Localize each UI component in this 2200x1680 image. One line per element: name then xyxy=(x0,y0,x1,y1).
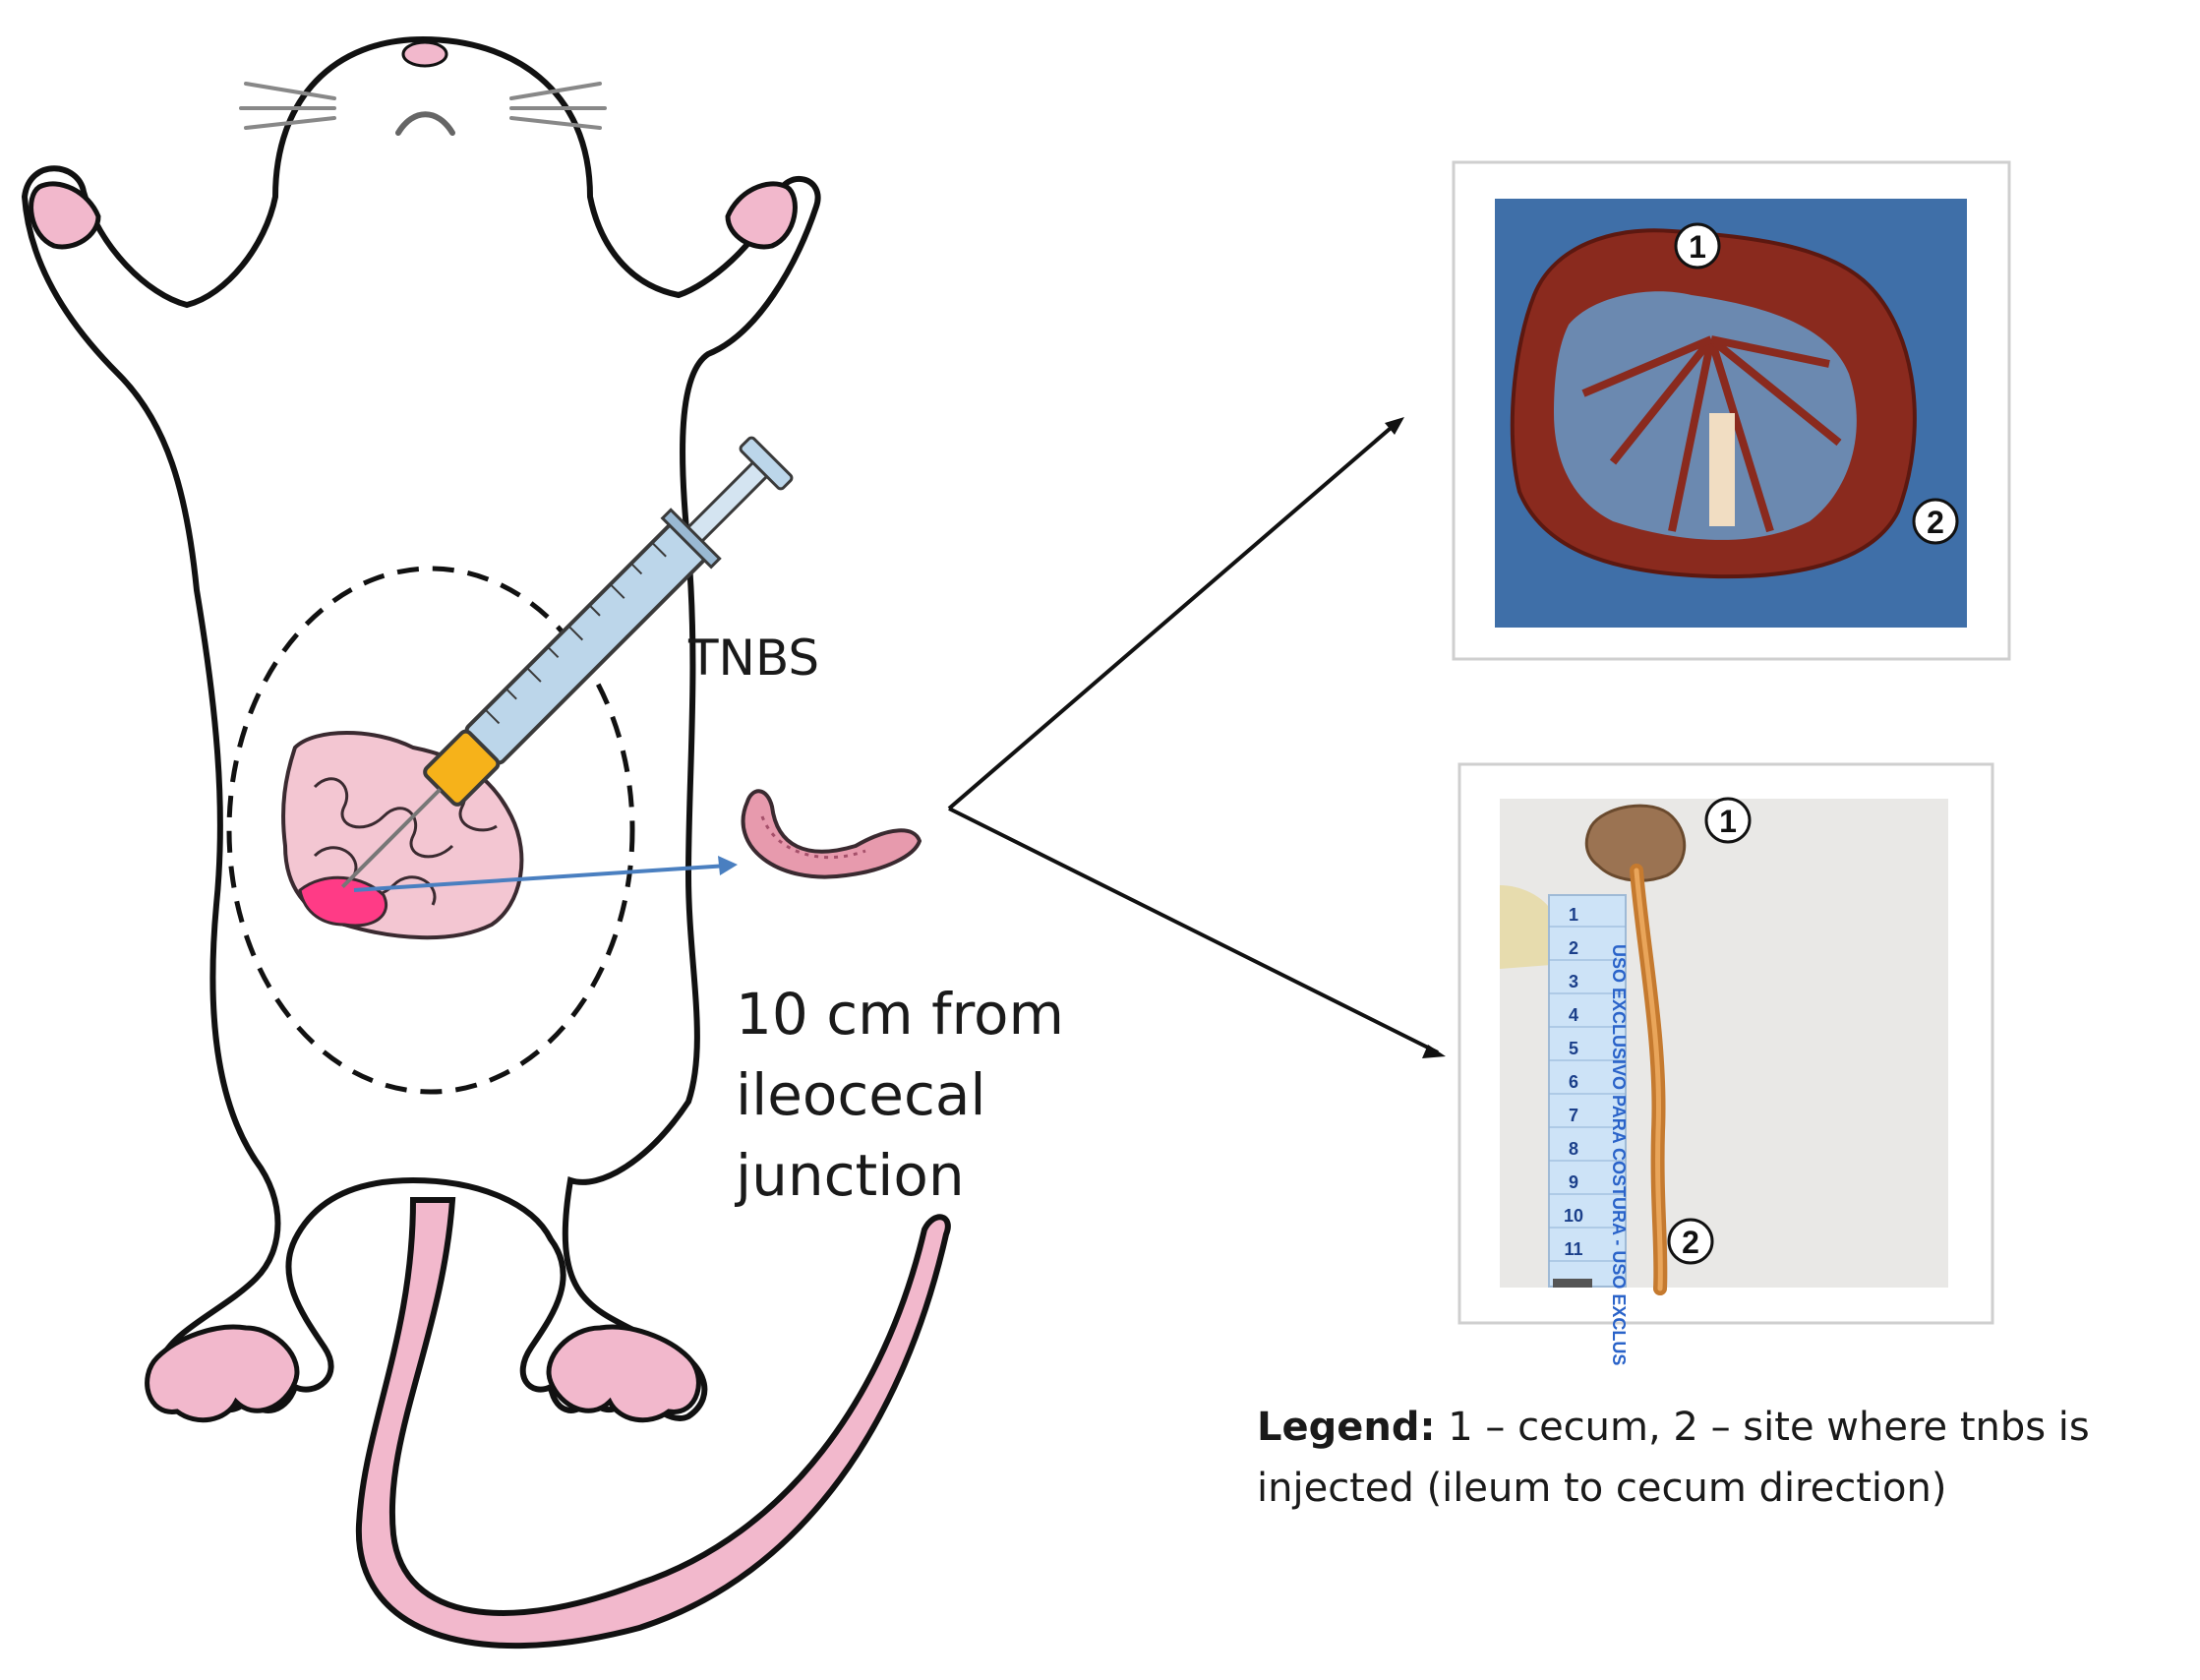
photo-top-marker-1: 1 xyxy=(1689,229,1706,265)
syringe-illustration xyxy=(340,436,794,889)
ruler-number: 7 xyxy=(1569,1106,1578,1125)
legend-line-1: Legend: 1 – cecum, 2 – site where tnbs i… xyxy=(1257,1397,2200,1458)
ruler-number: 10 xyxy=(1564,1206,1583,1226)
ruler-number: 8 xyxy=(1569,1139,1578,1159)
ruler-number: 3 xyxy=(1569,972,1578,991)
arrowhead-bottom xyxy=(1422,1045,1446,1058)
ruler-vertical-text: USO EXCLUSIVO PARA COSTURA - USO EXCLUS xyxy=(1609,944,1629,1365)
rat-whiskers xyxy=(239,82,607,130)
tnbs-label: TNBS xyxy=(688,630,820,687)
photo-top xyxy=(1452,160,2011,661)
blue-arrow xyxy=(353,856,738,892)
rat-hind-left-paw xyxy=(145,1324,300,1423)
legend-text-2: injected (ileum to cecum direction) xyxy=(1257,1466,1947,1511)
rat-hind-right-paw xyxy=(546,1324,701,1423)
photo-bottom xyxy=(1457,762,1994,1325)
photo-top-marker-2: 2 xyxy=(1927,505,1944,540)
legend-text-1: 1 – cecum, 2 – site where tnbs is xyxy=(1448,1405,2090,1450)
arrows-to-photos xyxy=(947,421,1439,1054)
intestine-segment xyxy=(741,789,922,879)
arrowhead-top xyxy=(1385,417,1404,435)
ruler-number: 2 xyxy=(1569,938,1578,958)
ruler-number: 1 xyxy=(1569,905,1578,925)
legend-line-2: injected (ileum to cecum direction) xyxy=(1257,1458,2200,1519)
ruler-number: 9 xyxy=(1569,1172,1578,1192)
rat-front-left-paw xyxy=(29,181,101,250)
rat-nose xyxy=(401,40,448,68)
ruler-number: 11 xyxy=(1564,1239,1582,1259)
ruler: 1 2 3 4 5 6 7 8 9 10 11 xyxy=(1549,905,1626,1262)
legend: Legend: 1 – cecum, 2 – site where tnbs i… xyxy=(1257,1397,2200,1519)
photo-bottom-marker-1: 1 xyxy=(1719,804,1737,839)
rat-front-right-paw xyxy=(725,181,798,250)
legend-title: Legend: xyxy=(1257,1405,1436,1450)
rat-mouth xyxy=(395,111,455,136)
distance-label-line-2: ileocecal xyxy=(736,1061,986,1128)
abdomen-dashed-oval xyxy=(226,566,635,1095)
distance-label-line-1: 10 cm from xyxy=(736,981,1065,1048)
photo-bottom-marker-2: 2 xyxy=(1682,1225,1699,1260)
rat-body xyxy=(21,35,821,1421)
ruler-number: 5 xyxy=(1569,1039,1578,1058)
distance-label: 10 cm from ileocecal junction xyxy=(736,974,1149,1216)
ruler-number: 6 xyxy=(1569,1072,1578,1092)
distance-label-line-3: junction xyxy=(736,1142,965,1209)
ruler-number: 4 xyxy=(1569,1005,1578,1025)
rat-tail xyxy=(355,1197,951,1650)
